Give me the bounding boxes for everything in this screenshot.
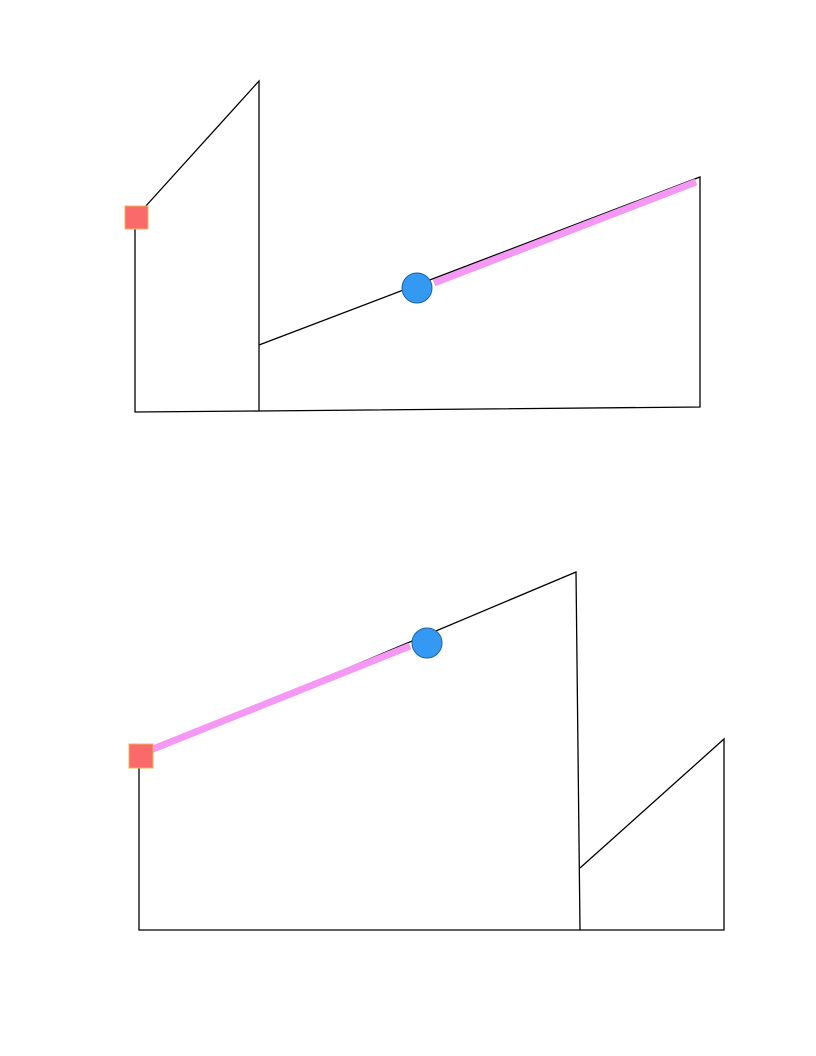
top-highlight-segment xyxy=(432,178,698,287)
top-square-marker xyxy=(124,205,149,230)
bottom-main-section-outline xyxy=(138,571,581,931)
bottom-diagram xyxy=(128,571,725,931)
bottom-highlight-segment xyxy=(146,642,412,755)
top-diagram xyxy=(124,79,701,413)
bottom-square-marker xyxy=(128,743,154,769)
bottom-right-section-outline xyxy=(579,737,725,931)
top-left-section-outline xyxy=(134,79,260,413)
top-circle-marker xyxy=(401,272,433,304)
bottom-circle-marker xyxy=(411,627,443,659)
top-right-section-outline xyxy=(258,176,701,412)
